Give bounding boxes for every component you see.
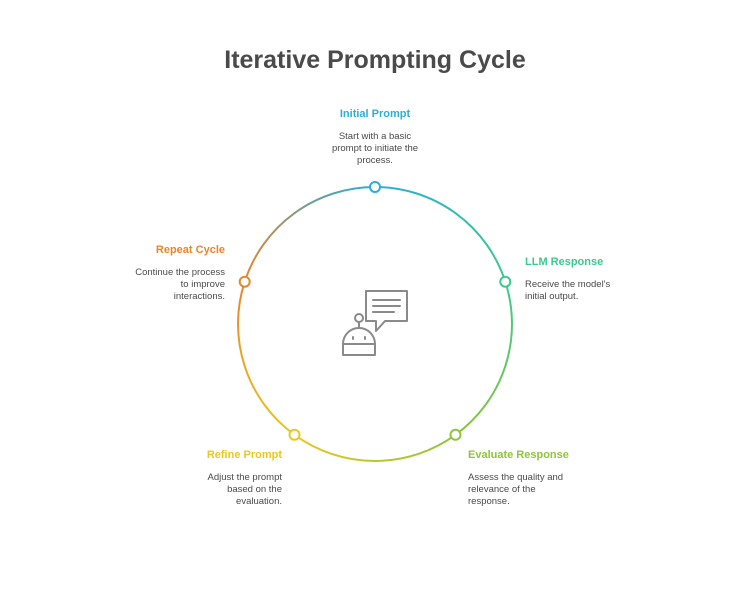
description-line: Adjust the prompt xyxy=(207,472,282,483)
description-line: prompt to initiate the xyxy=(331,143,419,154)
step-initial-prompt-title: Initial Prompt xyxy=(339,108,411,120)
step-repeat-cycle-title: Repeat Cycle xyxy=(155,244,225,256)
description-line: relevance of the xyxy=(468,484,536,495)
description-line: initial output. xyxy=(525,291,579,302)
arc-evaluate-to-refine xyxy=(293,433,457,462)
diagram-title: Iterative Prompting Cycle xyxy=(224,46,526,74)
description-line: interactions. xyxy=(173,291,225,302)
arc-refine-to-repeat xyxy=(237,281,296,436)
description-line: Start with a basic xyxy=(338,131,412,142)
step-refine-prompt-description: Adjust the prompt based on the evaluatio… xyxy=(162,472,282,508)
step-llm-response-title: LLM Response xyxy=(525,256,604,268)
step-initial-prompt-description: Start with a basic prompt to initiate th… xyxy=(305,131,445,167)
step-refine-prompt-title: Refine Prompt xyxy=(206,449,282,461)
step-evaluate-response-title: Evaluate Response xyxy=(468,449,569,461)
description-line: process. xyxy=(357,155,393,166)
marker-refine-prompt xyxy=(288,428,301,441)
arc-response-to-evaluate xyxy=(454,281,513,436)
marker-initial-prompt xyxy=(369,181,381,193)
description-line: Continue the process xyxy=(135,267,225,278)
step-evaluate-response-description: Assess the quality and relevance of the … xyxy=(468,472,563,508)
arc-repeat-to-initial xyxy=(243,186,376,283)
marker-evaluate-response xyxy=(449,428,462,441)
description-line: Receive the model's xyxy=(525,279,611,290)
description-line: to improve xyxy=(180,279,225,290)
description-line: based on the xyxy=(227,484,282,495)
description-line: response. xyxy=(468,496,510,507)
description-line: Assess the quality and xyxy=(468,472,564,483)
description-line: evaluation. xyxy=(236,496,282,507)
arc-initial-to-response xyxy=(374,186,507,283)
marker-llm-response xyxy=(499,275,512,288)
step-repeat-cycle-description: Continue the process to improve interact… xyxy=(105,267,225,303)
marker-repeat-cycle xyxy=(238,275,251,288)
robot-chat-icon xyxy=(342,290,408,356)
step-llm-response-description: Receive the model's initial output. xyxy=(525,279,610,303)
